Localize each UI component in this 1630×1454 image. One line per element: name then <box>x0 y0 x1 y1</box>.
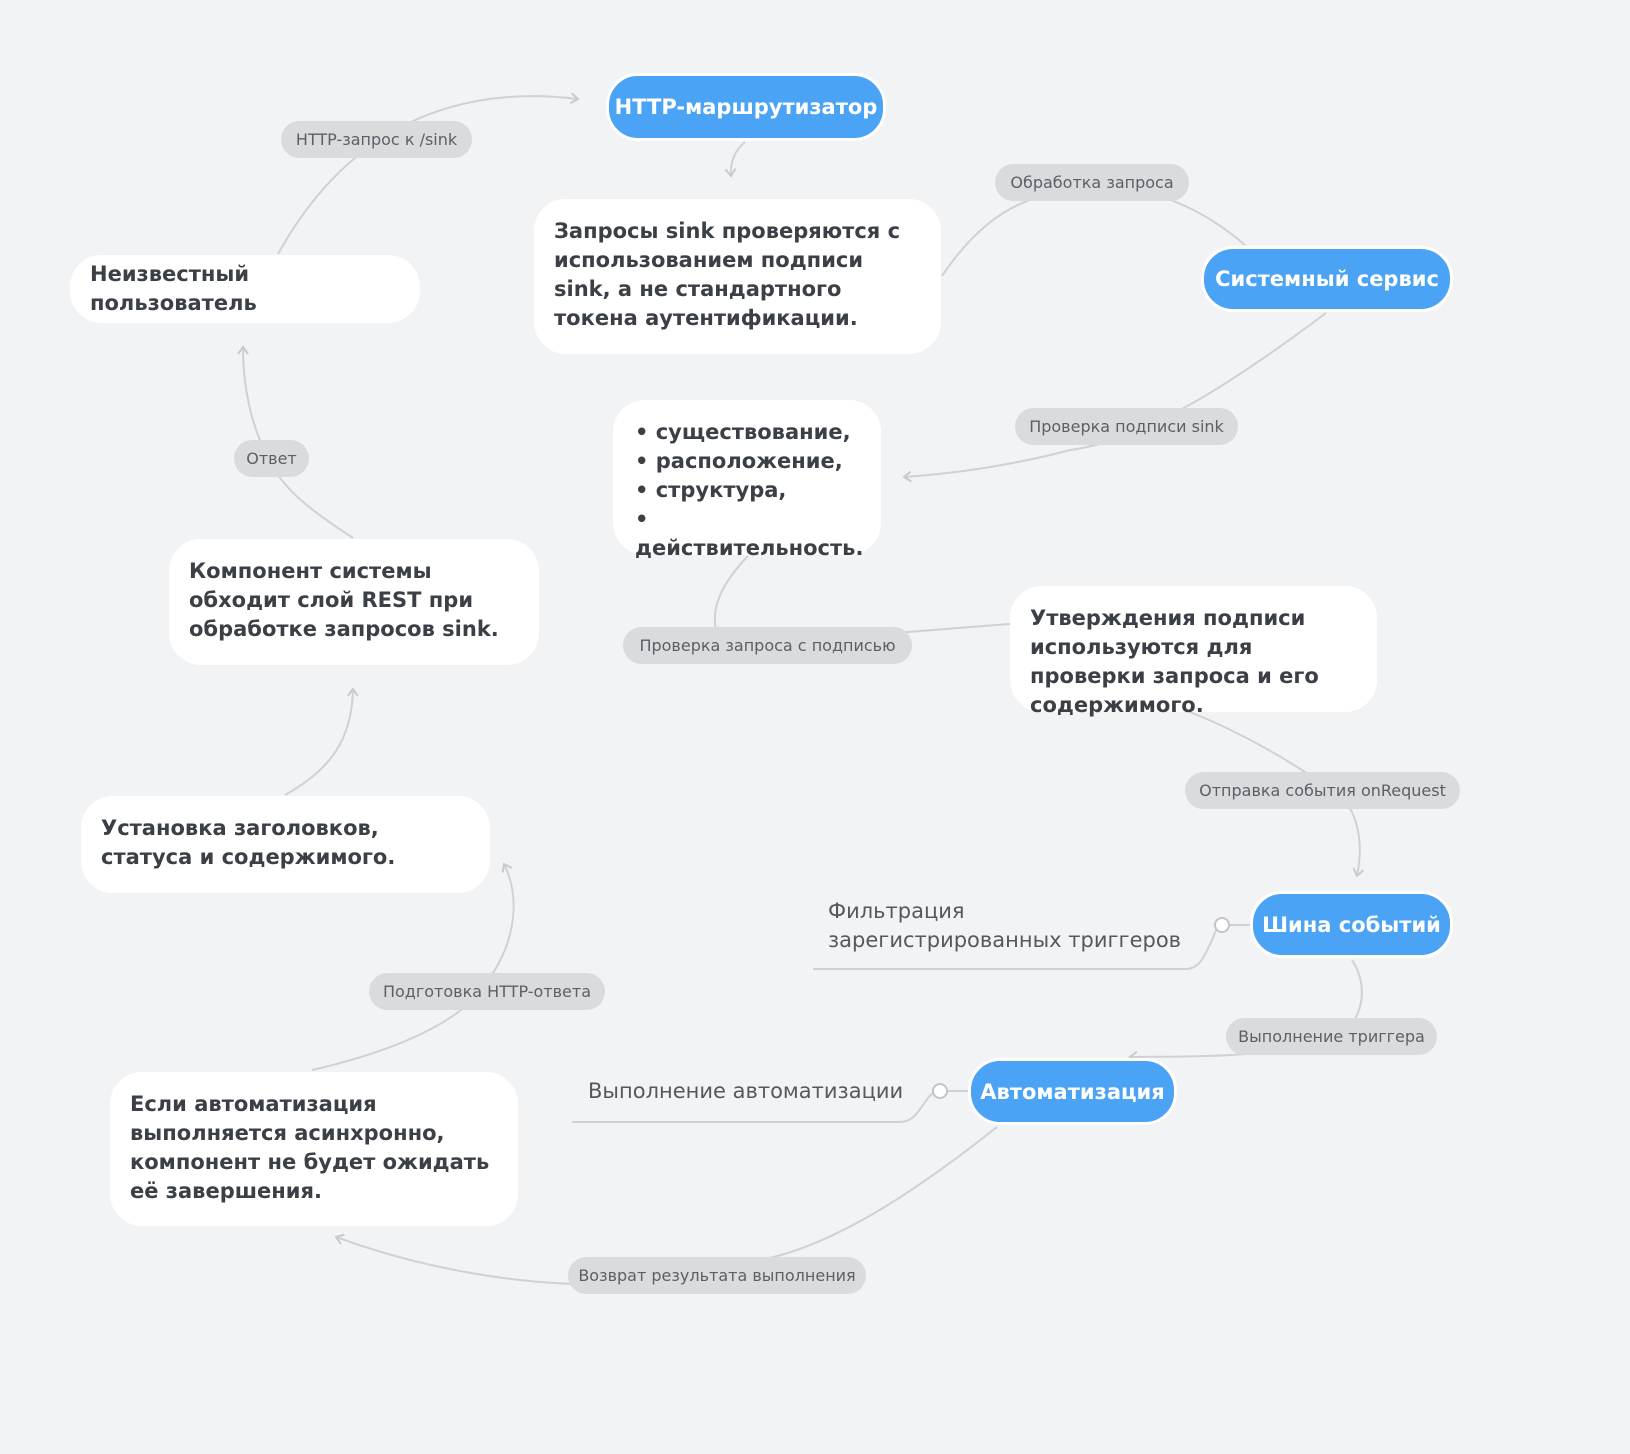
edge-label-http-request-sink: HTTP-запрос к /sink <box>281 121 472 158</box>
node-set-headers-text: Установка заголовков, статуса и содержим… <box>101 816 396 869</box>
node-unknown-user-text: Неизвестный пользователь <box>90 262 257 315</box>
node-async-automation[interactable]: Если автоматизация выполняется асинхронн… <box>110 1072 518 1226</box>
edge-label-prepare-http-response: Подготовка HTTP-ответа <box>369 973 605 1010</box>
node-sink-requests-text: Запросы sink проверяются с использование… <box>554 219 901 330</box>
topic-event-bus[interactable]: Шина событий <box>1250 891 1453 958</box>
node-async-automation-text: Если автоматизация выполняется асинхронн… <box>130 1092 490 1203</box>
edge-label-send-onrequest: Отправка события onRequest <box>1185 772 1460 809</box>
edge-label-signed-request-check: Проверка запроса с подписью <box>623 627 912 664</box>
node-component-bypass[interactable]: Компонент системы обходит слой REST при … <box>169 539 539 665</box>
edge-router-to-sink <box>724 141 746 178</box>
node-set-headers[interactable]: Установка заголовков, статуса и содержим… <box>81 796 490 893</box>
node-signature-claims-text: Утверждения подписи используются для про… <box>1030 606 1319 717</box>
edge-label-sink-signature-check: Проверка подписи sink <box>1015 408 1238 445</box>
checks-list: существование, расположение, структура, … <box>635 418 863 563</box>
edge-headers-to-bypass <box>284 687 359 796</box>
node-signature-claims[interactable]: Утверждения подписи используются для про… <box>1010 586 1377 717</box>
note-filter-triggers: Фильтрация зарегистрированных триггеров <box>828 899 1182 952</box>
edge-service-to-checks <box>902 312 1327 483</box>
node-unknown-user[interactable]: Неизвестный пользователь <box>70 255 420 323</box>
edge-user-to-router <box>277 92 580 255</box>
edge-label-trigger-execution: Выполнение триггера <box>1226 1018 1437 1055</box>
topic-http-router[interactable]: HTTP-маршрутизатор <box>606 73 886 141</box>
check-item: структура, <box>635 476 861 505</box>
node-sink-requests[interactable]: Запросы sink проверяются с использование… <box>534 199 941 354</box>
edge-async-to-headers <box>311 862 515 1071</box>
check-item: расположение, <box>635 447 861 476</box>
node-checks-list[interactable]: существование, расположение, структура, … <box>613 400 881 560</box>
check-item: действительность. <box>635 505 863 563</box>
filter-note-dot <box>1214 917 1230 933</box>
topic-automation[interactable]: Автоматизация <box>968 1058 1177 1125</box>
node-component-bypass-text: Компонент системы обходит слой REST при … <box>189 559 499 641</box>
note-automation-execution: Выполнение автоматизации <box>588 1079 904 1103</box>
edge-label-return-result: Возврат результата выполнения <box>568 1257 866 1294</box>
topic-system-service[interactable]: Системный сервис <box>1201 246 1453 312</box>
edge-label-request-processing: Обработка запроса <box>995 164 1189 201</box>
check-item: существование, <box>635 418 861 447</box>
automation-note-dot <box>932 1083 948 1099</box>
edge-label-response: Ответ <box>234 440 309 477</box>
